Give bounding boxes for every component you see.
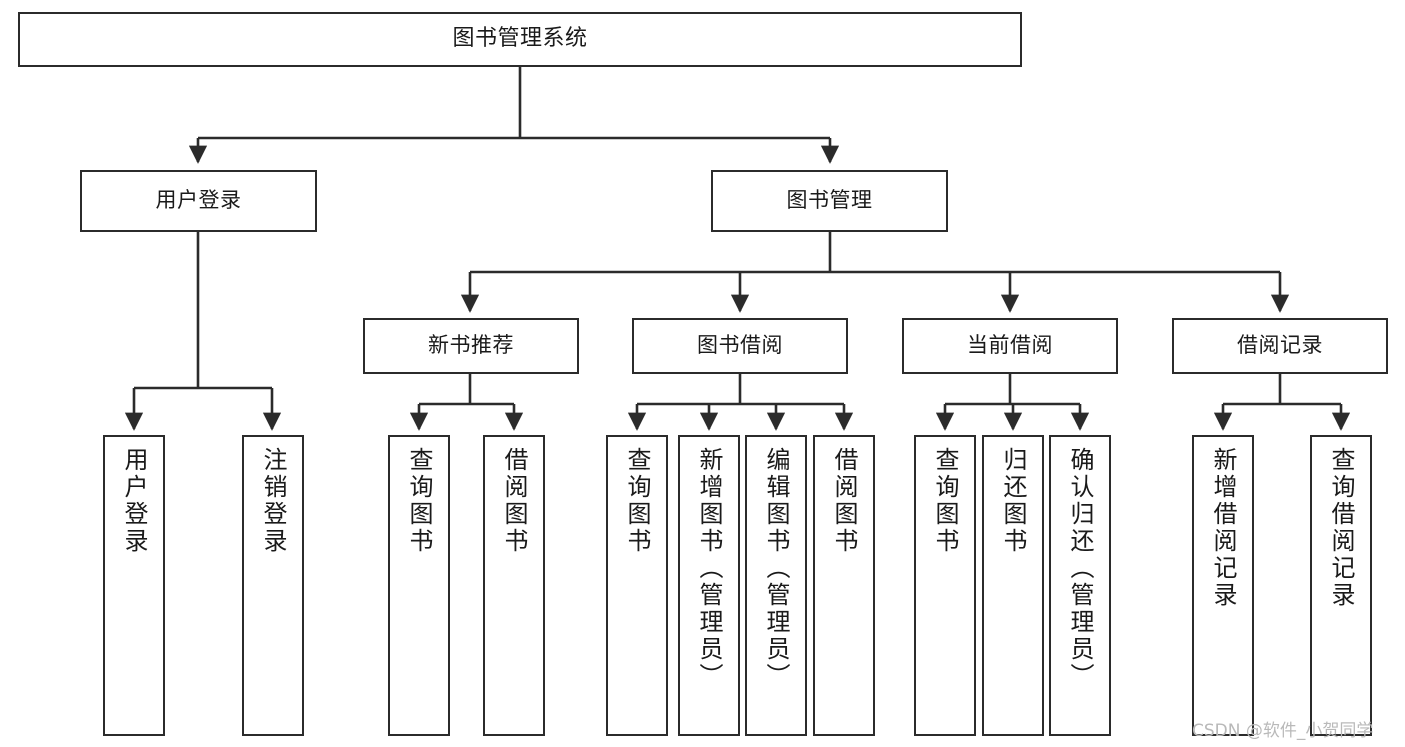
node-book-manage[interactable]: 图书管理 (711, 170, 948, 232)
leaf-add-book-admin-label: 新增图书（管理员） (695, 447, 723, 690)
leaf-borrow-book-rec-label: 借阅图书 (500, 447, 528, 555)
leaf-logout-login[interactable]: 注销登录 (242, 435, 304, 736)
node-current-borrow-label: 当前借阅 (967, 333, 1053, 358)
leaf-add-book-admin[interactable]: 新增图书（管理员） (678, 435, 740, 736)
leaf-query-borrow-record[interactable]: 查询借阅记录 (1310, 435, 1372, 736)
leaf-edit-book-admin[interactable]: 编辑图书（管理员） (745, 435, 807, 736)
node-borrow-record-label: 借阅记录 (1237, 333, 1323, 358)
leaf-query-borrow-record-label: 查询借阅记录 (1327, 447, 1355, 609)
leaf-borrow-book-rec[interactable]: 借阅图书 (483, 435, 545, 736)
leaf-user-login[interactable]: 用户登录 (103, 435, 165, 736)
node-user-login-label: 用户登录 (155, 188, 242, 213)
leaf-add-borrow-record-label: 新增借阅记录 (1209, 447, 1237, 609)
leaf-query-book-current[interactable]: 查询图书 (914, 435, 976, 736)
leaf-add-borrow-record[interactable]: 新增借阅记录 (1192, 435, 1254, 736)
node-root[interactable]: 图书管理系统 (18, 12, 1022, 67)
node-current-borrow[interactable]: 当前借阅 (902, 318, 1118, 374)
node-book-borrow[interactable]: 图书借阅 (632, 318, 848, 374)
node-borrow-record[interactable]: 借阅记录 (1172, 318, 1388, 374)
csdn-watermark: CSDN @软件_小贺同学 (1192, 721, 1374, 741)
node-book-manage-label: 图书管理 (786, 188, 873, 213)
leaf-confirm-return-admin[interactable]: 确认归还（管理员） (1049, 435, 1111, 736)
leaf-query-book-borrow-label: 查询图书 (623, 447, 651, 555)
leaf-return-book[interactable]: 归还图书 (982, 435, 1044, 736)
leaf-borrow-book-label: 借阅图书 (830, 447, 858, 555)
leaf-query-book-borrow[interactable]: 查询图书 (606, 435, 668, 736)
leaf-query-book-rec-label: 查询图书 (405, 447, 433, 555)
leaf-confirm-return-admin-label: 确认归还（管理员） (1066, 447, 1094, 690)
leaf-query-book-rec[interactable]: 查询图书 (388, 435, 450, 736)
leaf-borrow-book[interactable]: 借阅图书 (813, 435, 875, 736)
leaf-edit-book-admin-label: 编辑图书（管理员） (762, 447, 790, 690)
node-new-book-recommend-label: 新书推荐 (428, 333, 514, 358)
leaf-logout-login-label: 注销登录 (259, 447, 287, 555)
leaf-query-book-current-label: 查询图书 (931, 447, 959, 555)
node-root-label: 图书管理系统 (452, 26, 588, 52)
node-new-book-recommend[interactable]: 新书推荐 (363, 318, 579, 374)
node-book-borrow-label: 图书借阅 (697, 333, 783, 358)
leaf-user-login-label: 用户登录 (120, 447, 148, 555)
node-user-login[interactable]: 用户登录 (80, 170, 317, 232)
leaf-return-book-label: 归还图书 (999, 447, 1027, 555)
